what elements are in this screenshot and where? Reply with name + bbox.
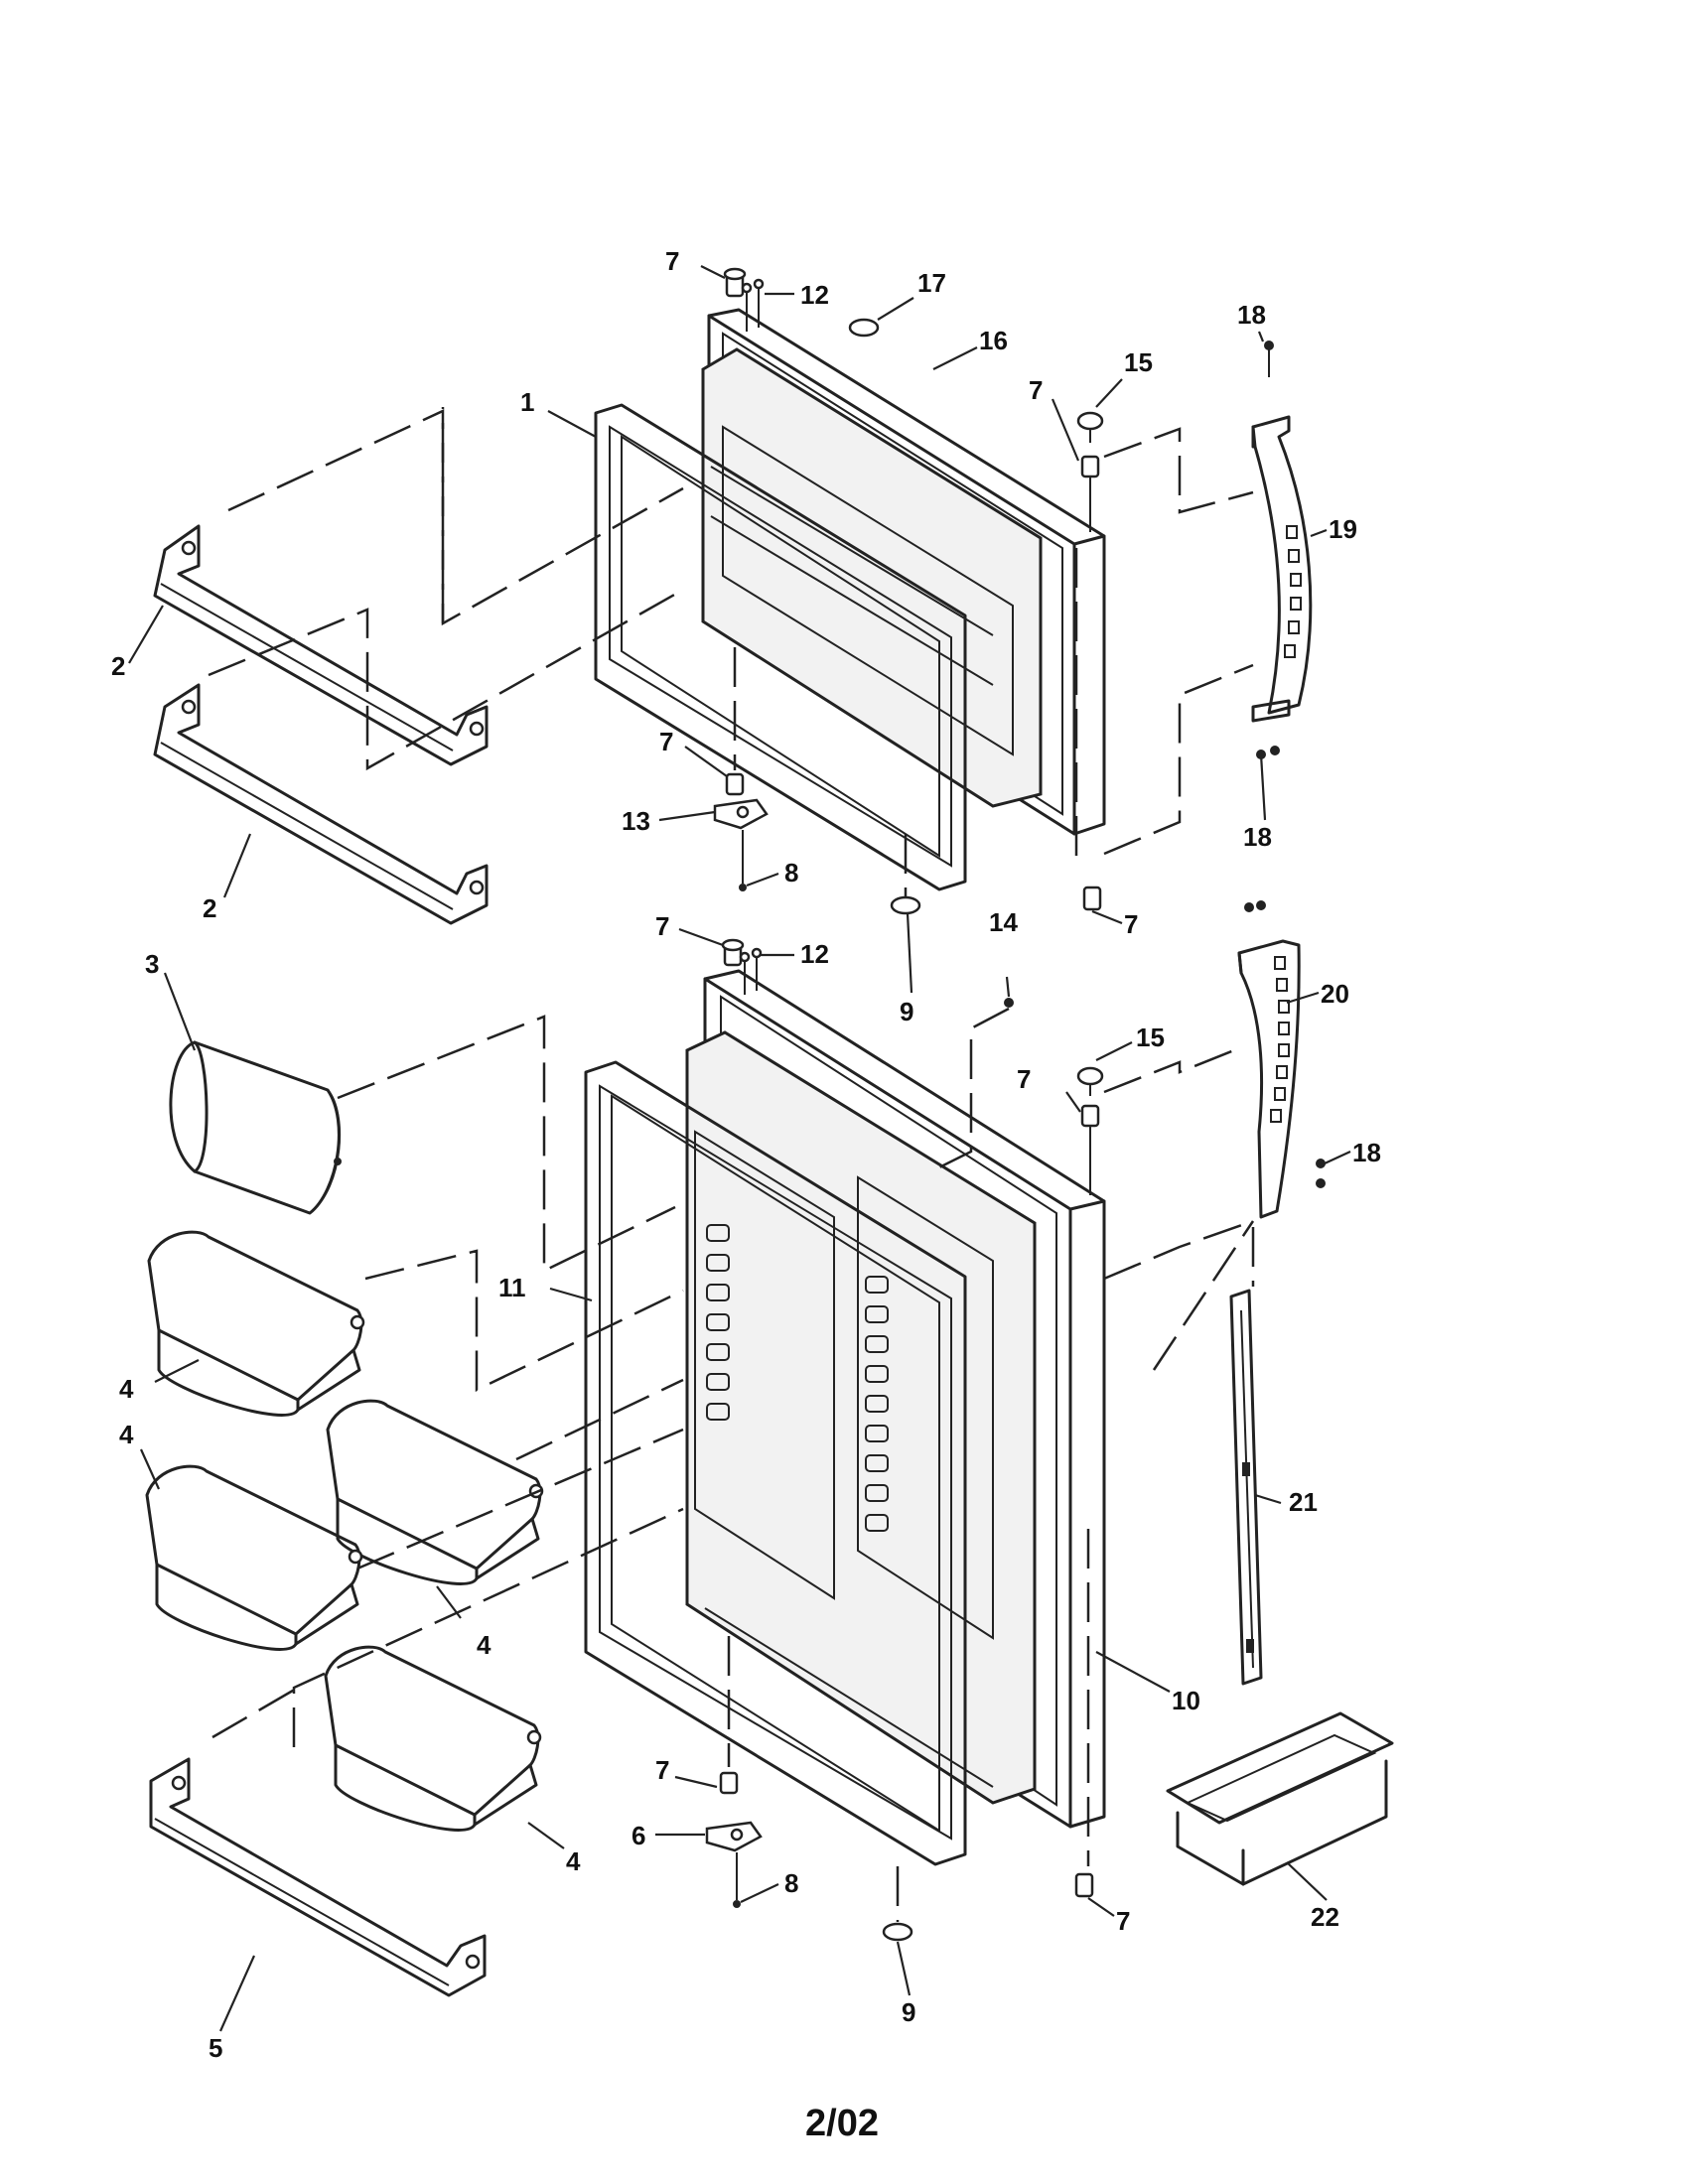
fresh-food-assembly-lines [211, 1015, 1255, 1866]
callout-18: 18 [1237, 300, 1266, 330]
callout-13: 13 [622, 806, 650, 836]
callout-22: 22 [1311, 1902, 1339, 1932]
fresh-food-screws-12 [739, 947, 763, 995]
freezer-assembly-lines [208, 407, 1254, 897]
callout-labels: 7 12 17 16 15 7 18 19 1 2 2 7 13 8 9 7 1… [111, 246, 1381, 2063]
callout-7: 7 [655, 911, 669, 941]
fresh-food-screw-14 [938, 998, 1014, 1169]
fresh-food-bushing-9 [882, 1866, 913, 1942]
freezer-bushing-9 [890, 895, 921, 915]
handle-20-slots [1270, 956, 1290, 1123]
freezer-hinge-pin-bottom-7 [1082, 886, 1102, 911]
callout-6: 6 [632, 1821, 645, 1850]
freezer-door-shelf-2-upper [153, 524, 489, 766]
callout-19: 19 [1329, 514, 1357, 544]
fresh-food-door-gasket-11 [584, 1060, 967, 1866]
door-shelf-5 [149, 1757, 487, 1997]
callout-18: 18 [1243, 822, 1272, 852]
callout-7: 7 [655, 1755, 669, 1785]
callout-12: 12 [800, 280, 829, 310]
fresh-food-door-liner [685, 1030, 1037, 1805]
fresh-food-handle-20 [1237, 900, 1326, 1219]
callout-21: 21 [1289, 1487, 1318, 1517]
callout-8: 8 [784, 858, 798, 887]
door-bin-4-c [145, 1464, 363, 1651]
callout-10: 10 [1172, 1686, 1200, 1715]
callout-17: 17 [917, 268, 946, 298]
callout-7: 7 [1116, 1906, 1130, 1936]
callout-4: 4 [119, 1420, 134, 1449]
callout-5: 5 [209, 2033, 222, 2063]
dairy-compartment-3 [169, 1040, 342, 1215]
freezer-door-liner [701, 347, 1043, 808]
callout-3: 3 [145, 949, 159, 979]
callout-18: 18 [1352, 1138, 1381, 1167]
callout-7: 7 [1124, 909, 1138, 939]
callout-8: 8 [784, 1868, 798, 1898]
freezer-door-shelf-2-lower [153, 683, 489, 925]
fresh-food-hinge-pin-bottom-7 [1074, 1872, 1094, 1898]
freezer-plug-17 [848, 318, 880, 338]
callout-9: 9 [900, 997, 913, 1026]
freezer-handle-19 [1251, 341, 1313, 759]
fresh-food-handle-hinge-7-15 [1076, 1066, 1104, 1195]
freezer-door-gasket-1 [594, 403, 967, 891]
callout-20: 20 [1321, 979, 1349, 1009]
callout-9: 9 [902, 1997, 915, 2027]
callout-1: 1 [520, 387, 534, 417]
door-bin-4-a [147, 1230, 365, 1417]
freezer-handle-hinge-7-15 [1076, 411, 1104, 532]
page-number: 2/02 [805, 2103, 879, 2144]
callout-7: 7 [659, 727, 673, 756]
callout-2: 2 [203, 893, 216, 923]
leader-lines [128, 265, 1351, 2032]
callout-15: 15 [1124, 347, 1153, 377]
callout-4: 4 [119, 1374, 134, 1404]
callout-7: 7 [665, 246, 679, 276]
callout-16: 16 [979, 326, 1008, 355]
callout-4: 4 [566, 1846, 581, 1876]
door-bin-4-d [324, 1645, 542, 1832]
callout-2: 2 [111, 651, 125, 681]
utility-bin-22 [1166, 1711, 1394, 1886]
freezer-hinge-pin-top-7 [723, 267, 747, 298]
callout-14: 14 [989, 907, 1018, 937]
fresh-food-door-dike-bins [706, 1224, 889, 1532]
fresh-food-hinge-pin-top-7 [721, 938, 745, 967]
callout-12: 12 [800, 939, 829, 969]
fresh-food-bottom-hinge-7-6-8 [705, 1771, 763, 1908]
callout-7: 7 [1029, 375, 1043, 405]
callout-4: 4 [477, 1630, 491, 1660]
handle-19-slots [1284, 525, 1302, 658]
callout-7: 7 [1017, 1064, 1031, 1094]
freezer-bottom-hinge-7-13-8 [713, 772, 769, 891]
trim-strip-21 [1229, 1289, 1263, 1686]
freezer-screws-12 [741, 278, 765, 332]
callout-15: 15 [1136, 1023, 1165, 1052]
callout-11: 11 [498, 1273, 526, 1302]
